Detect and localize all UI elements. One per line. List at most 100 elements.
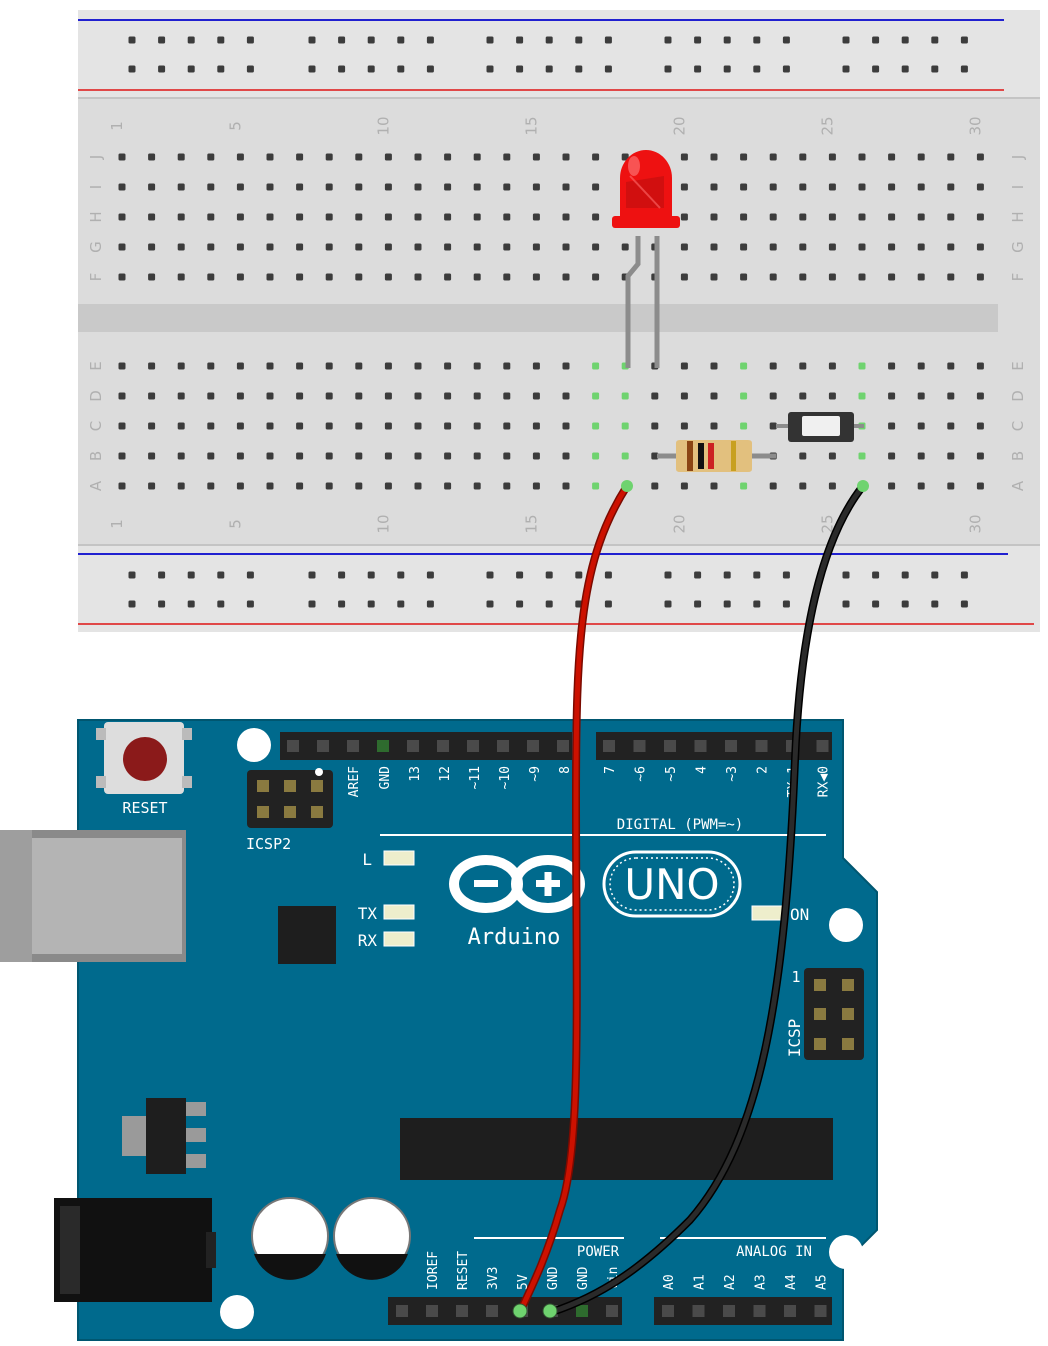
breadboard-hole xyxy=(503,243,511,251)
rail-hole xyxy=(217,65,225,73)
header-pin xyxy=(437,740,449,752)
rail-hole xyxy=(426,571,434,579)
analog-pin-label: A2 xyxy=(723,1274,738,1290)
row-letter: I xyxy=(1009,185,1027,189)
breadboard-hole xyxy=(947,452,955,460)
rail-hole xyxy=(931,36,939,44)
analog-pin-label: A4 xyxy=(784,1274,799,1290)
row-letter: H xyxy=(87,211,105,222)
rail-hole xyxy=(187,600,195,608)
led-rx-label: RX xyxy=(358,931,378,950)
rail-hole xyxy=(604,36,612,44)
breadboard-hole xyxy=(296,362,304,370)
rail-hole xyxy=(308,571,316,579)
header-pin xyxy=(576,1305,588,1317)
breadboard-hole xyxy=(148,273,156,281)
breadboard-hole xyxy=(621,392,629,400)
breadboard-hole xyxy=(680,482,688,490)
bottom-header-pins xyxy=(396,1305,827,1317)
breadboard-hole xyxy=(444,422,452,430)
rail-hole xyxy=(664,571,672,579)
breadboard-hole xyxy=(177,183,185,191)
breadboard-hole xyxy=(532,452,540,460)
header-pin xyxy=(816,740,829,752)
rail-hole xyxy=(753,36,761,44)
uno-text: UNO xyxy=(624,860,719,909)
header-pin xyxy=(814,1038,826,1050)
breadboard-hole xyxy=(917,243,925,251)
header-pin xyxy=(426,1305,438,1317)
analog-pin-label: A1 xyxy=(693,1274,708,1290)
breadboard-hole xyxy=(503,452,511,460)
rail-hole xyxy=(545,65,553,73)
breadboard-hole xyxy=(976,213,984,221)
breadboard-hole xyxy=(858,392,866,400)
rail-hole xyxy=(753,571,761,579)
breadboard-hole xyxy=(621,422,629,430)
breadboard-hole xyxy=(296,273,304,281)
breadboard-hole xyxy=(651,422,659,430)
rail-hole xyxy=(604,65,612,73)
breadboard-hole xyxy=(355,183,363,191)
breadboard-hole xyxy=(532,482,540,490)
rail-hole xyxy=(931,571,939,579)
digital-pin-label: 13 xyxy=(408,766,423,782)
icsp-header xyxy=(804,968,864,1060)
reset-button[interactable] xyxy=(96,722,192,794)
breadboard-hole xyxy=(266,213,274,221)
breadboard-hole xyxy=(828,452,836,460)
breadboard-hole xyxy=(917,183,925,191)
breadboard-hole xyxy=(444,273,452,281)
rail-hole xyxy=(575,65,583,73)
rail-hole xyxy=(723,36,731,44)
breadboard-hole xyxy=(710,183,718,191)
breadboard-hole xyxy=(532,273,540,281)
breadboard-hole xyxy=(444,243,452,251)
row-letter: D xyxy=(1009,390,1027,402)
breadboard-hole xyxy=(325,452,333,460)
breadboard-hole xyxy=(828,362,836,370)
breadboard-hole xyxy=(532,422,540,430)
breadboard-hole xyxy=(888,273,896,281)
analog-header xyxy=(654,1297,832,1325)
breadboard-hole xyxy=(236,392,244,400)
breadboard-hole xyxy=(148,452,156,460)
breadboard-hole xyxy=(769,362,777,370)
header-pin xyxy=(662,1305,674,1317)
breadboard-hole xyxy=(266,153,274,161)
row-letter: H xyxy=(1009,211,1027,222)
icsp2-label: ICSP2 xyxy=(246,835,291,853)
breadboard-hole xyxy=(473,273,481,281)
breadboard-hole xyxy=(503,482,511,490)
breadboard-hole xyxy=(207,362,215,370)
breadboard-hole xyxy=(207,183,215,191)
breadboard-hole xyxy=(621,452,629,460)
breadboard-hole xyxy=(562,273,570,281)
on-label: ON xyxy=(790,905,809,924)
power-pin-label: GND xyxy=(546,1266,561,1290)
breadboard-hole xyxy=(236,482,244,490)
led-on xyxy=(751,905,785,921)
breadboard-hole xyxy=(444,153,452,161)
digital-pin-label: ~9 xyxy=(528,766,543,782)
rail-hole xyxy=(397,571,405,579)
breadboard-hole xyxy=(976,452,984,460)
rail-hole xyxy=(486,600,494,608)
header-pin xyxy=(842,1038,854,1050)
breadboard-hole xyxy=(177,213,185,221)
rail-hole xyxy=(217,571,225,579)
breadboard-hole xyxy=(532,362,540,370)
breadboard-hole xyxy=(947,482,955,490)
rail-hole xyxy=(575,571,583,579)
breadboard-hole xyxy=(325,273,333,281)
rail-hole xyxy=(782,36,790,44)
rail-hole xyxy=(246,36,254,44)
rail-hole xyxy=(187,571,195,579)
header-pin xyxy=(692,1305,705,1317)
breadboard-center-channel xyxy=(78,304,998,332)
header-pin xyxy=(284,780,296,792)
breadboard-hole xyxy=(444,183,452,191)
breadboard-hole xyxy=(177,422,185,430)
mounting-hole xyxy=(220,1295,254,1329)
